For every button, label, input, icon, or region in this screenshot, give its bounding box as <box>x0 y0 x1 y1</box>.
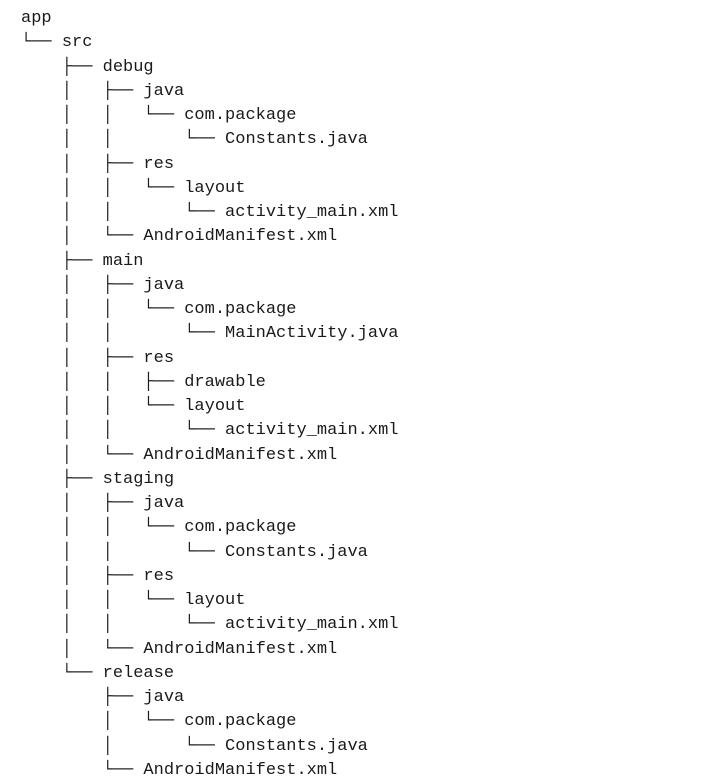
tree-line: │ │ └── activity_main.xml <box>21 419 681 443</box>
file-activity-main-xml: activity_main.xml <box>225 615 399 635</box>
tree-branch-connector: ├── <box>21 57 103 77</box>
folder-res: res <box>143 566 175 586</box>
tree-line: │ │ └── activity_main.xml <box>21 613 681 637</box>
tree-branch-connector: └── <box>21 663 103 683</box>
tree-line: │ ├── java <box>21 80 681 104</box>
tree-line: │ └── Constants.java <box>21 735 681 759</box>
file-constants-java: Constants.java <box>225 542 368 562</box>
folder-app: app <box>21 9 52 28</box>
folder-java: java <box>143 81 185 101</box>
tree-line: │ │ └── com.package <box>21 104 681 128</box>
file-activity-main-xml: activity_main.xml <box>225 203 399 222</box>
tree-branch-connector: │ │ └── <box>21 203 226 222</box>
folder-java: java <box>143 275 185 295</box>
tree-branch-connector: │ │ └── <box>21 518 185 538</box>
file-android-manifest-xml: AndroidManifest.xml <box>143 445 338 465</box>
folder-java: java <box>143 494 185 513</box>
tree-branch-connector: │ ├── <box>21 348 144 368</box>
folder-res: res <box>143 154 175 174</box>
folder-src: src <box>61 33 93 53</box>
tree-line: │ │ └── MainActivity.java <box>21 322 681 346</box>
tree-branch-connector: │ └── <box>21 736 226 756</box>
tree-line: ├── main <box>21 250 681 274</box>
tree-branch-connector: │ │ └── <box>21 324 226 344</box>
tree-line: │ ├── java <box>21 492 681 516</box>
tree-line: └── release <box>21 662 681 686</box>
folder-com-package: com.package <box>184 518 297 538</box>
tree-line: │ └── com.package <box>21 710 681 734</box>
tree-line: │ │ └── Constants.java <box>21 541 681 565</box>
tree-branch-connector: │ │ └── <box>21 300 185 319</box>
tree-branch-connector: │ └── <box>21 639 144 659</box>
tree-line: │ └── AndroidManifest.xml <box>21 444 681 468</box>
file-android-manifest-xml: AndroidManifest.xml <box>143 760 338 780</box>
folder-com-package: com.package <box>184 712 297 732</box>
tree-line: │ ├── res <box>21 347 681 371</box>
tree-branch-connector: ├── <box>21 251 103 271</box>
file-activity-main-xml: activity_main.xml <box>225 421 399 441</box>
folder-layout: layout <box>184 591 246 610</box>
file-main-activity-java: MainActivity.java <box>225 324 399 344</box>
tree-branch-connector: └── <box>21 760 144 780</box>
tree-line: └── AndroidManifest.xml <box>21 759 681 783</box>
tree-branch-connector: │ │ └── <box>21 591 185 610</box>
tree-line: │ │ └── layout <box>21 395 681 419</box>
tree-branch-connector: │ │ └── <box>21 130 226 150</box>
tree-line: │ │ └── com.package <box>21 298 681 322</box>
tree-branch-connector: │ └── <box>21 445 144 465</box>
tree-line: │ │ └── Constants.java <box>21 128 681 152</box>
tree-line: │ │ └── layout <box>21 589 681 613</box>
tree-branch-connector: │ │ └── <box>21 397 185 416</box>
tree-branch-connector: │ ├── <box>21 154 144 174</box>
tree-branch-connector: │ └── <box>21 712 185 732</box>
folder-staging: staging <box>102 469 175 489</box>
file-android-manifest-xml: AndroidManifest.xml <box>143 639 338 659</box>
tree-branch-connector: │ │ ├── <box>21 372 185 392</box>
folder-layout: layout <box>184 397 246 416</box>
tree-branch-connector: │ │ └── <box>21 178 185 198</box>
tree-branch-connector: │ ├── <box>21 566 144 586</box>
tree-line-root: app <box>21 7 681 31</box>
tree-branch-connector: ├── <box>21 688 144 707</box>
tree-branch-connector: │ │ └── <box>21 421 226 441</box>
tree-line: │ └── AndroidManifest.xml <box>21 638 681 662</box>
tree-line: │ ├── res <box>21 565 681 589</box>
folder-main: main <box>102 251 144 271</box>
folder-release: release <box>102 663 175 683</box>
tree-branch-connector: ├── <box>21 469 103 489</box>
tree-line: │ │ ├── drawable <box>21 371 681 395</box>
tree-branch-connector: │ ├── <box>21 494 144 513</box>
tree-line: │ │ └── com.package <box>21 516 681 540</box>
tree-line: │ ├── res <box>21 153 681 177</box>
tree-line: ├── staging <box>21 468 681 492</box>
tree-branch-connector: └── <box>21 33 62 53</box>
tree-line: │ ├── java <box>21 274 681 298</box>
folder-res: res <box>143 348 175 368</box>
folder-layout: layout <box>184 178 246 198</box>
file-android-manifest-xml: AndroidManifest.xml <box>143 227 338 247</box>
folder-java: java <box>143 688 185 707</box>
tree-branch-connector: │ │ └── <box>21 106 185 125</box>
tree-line: ├── java <box>21 686 681 710</box>
tree-line: │ └── AndroidManifest.xml <box>21 225 681 249</box>
folder-com-package: com.package <box>184 300 297 319</box>
tree-line: ├── debug <box>21 56 681 80</box>
directory-tree: app └── src ├── debug │ ├── java │ │ └──… <box>21 7 681 783</box>
folder-debug: debug <box>102 57 154 77</box>
folder-com-package: com.package <box>184 106 297 125</box>
tree-branch-connector: │ │ └── <box>21 542 226 562</box>
file-constants-java: Constants.java <box>225 736 368 756</box>
tree-branch-connector: │ ├── <box>21 81 144 101</box>
file-constants-java: Constants.java <box>225 130 368 150</box>
tree-line: └── src <box>21 31 681 55</box>
tree-line: │ │ └── activity_main.xml <box>21 201 681 225</box>
tree-branch-connector: │ ├── <box>21 275 144 295</box>
tree-line: │ │ └── layout <box>21 177 681 201</box>
folder-drawable: drawable <box>184 372 266 392</box>
tree-branch-connector: │ └── <box>21 227 144 247</box>
tree-branch-connector: │ │ └── <box>21 615 226 635</box>
